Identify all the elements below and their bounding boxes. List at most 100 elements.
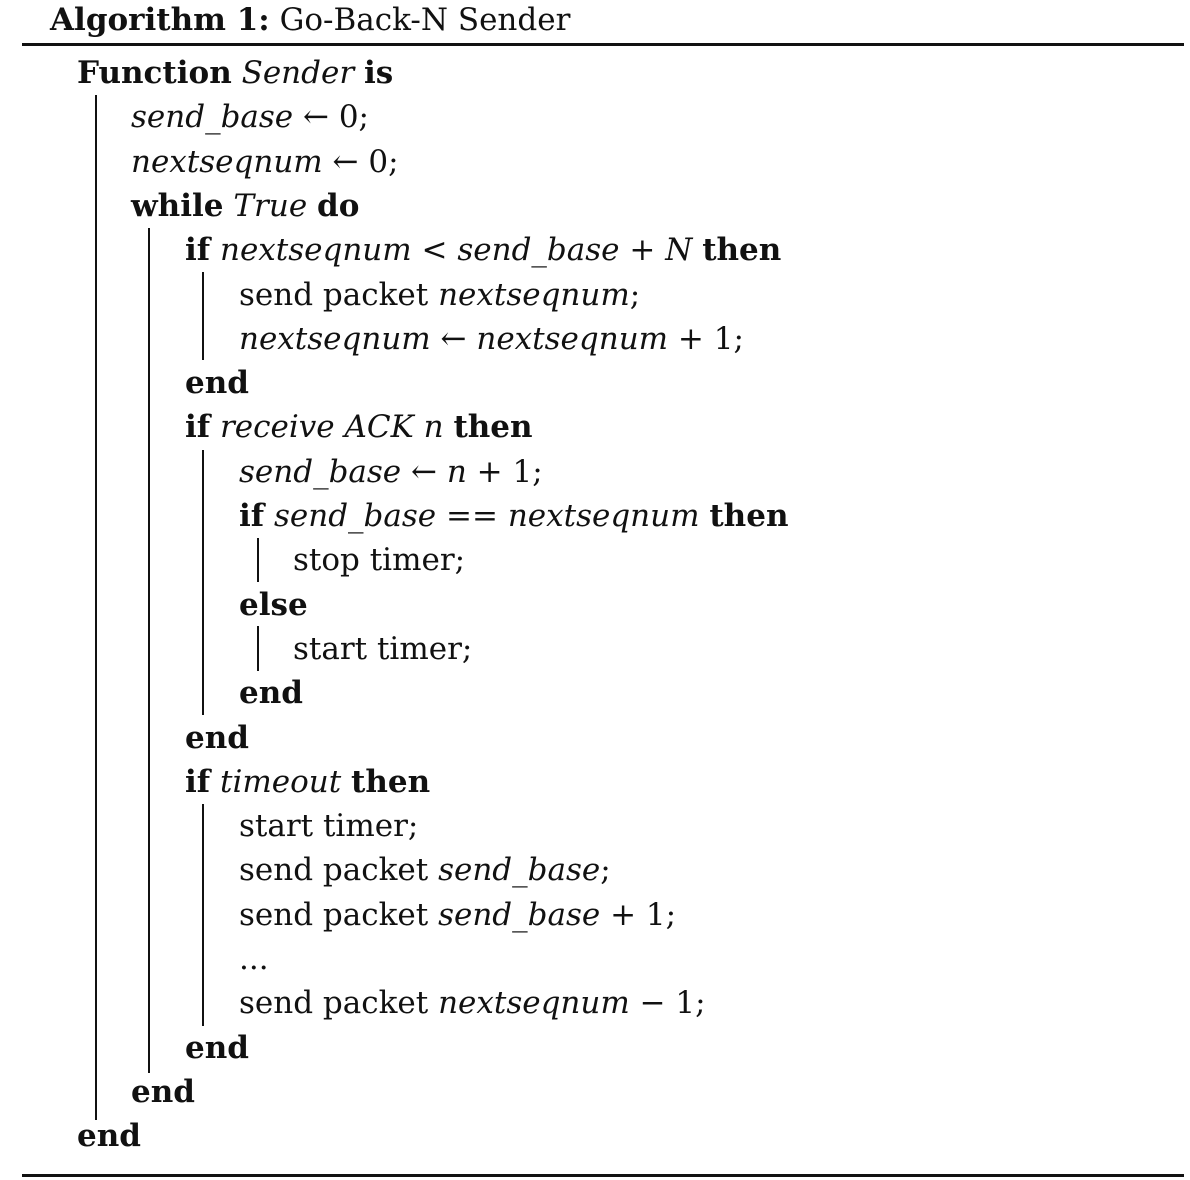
keyword: do [317, 187, 360, 224]
keyword: end [131, 1073, 195, 1110]
top-rule [22, 43, 1184, 46]
variable: N [665, 232, 693, 269]
block-scope-line [95, 95, 97, 1120]
algorithm-line: send packet nextseqnum; [239, 273, 640, 317]
algorithm-line: if nextseqnum < send_base + N then [185, 228, 781, 272]
code-text: + [619, 232, 666, 269]
keyword: Function [77, 55, 232, 91]
algorithm-line: end [185, 361, 249, 405]
code-text [210, 409, 220, 445]
algorithm-line: send_base ← n + 1; [239, 450, 543, 494]
algorithm-line: start timer; [293, 627, 472, 671]
code-text [232, 55, 242, 91]
keyword: then [351, 763, 431, 800]
algorithm-line: end [239, 671, 303, 715]
keyword: end [185, 1029, 249, 1066]
code-text [210, 232, 220, 268]
code-text: − 1; [629, 985, 706, 1022]
code-text: == [436, 498, 508, 534]
code-text [692, 232, 702, 268]
code-text: ← 0; [322, 143, 399, 180]
code-text: send packet [239, 896, 439, 933]
block-scope-line [202, 804, 204, 1026]
algorithm-line: ... [239, 937, 269, 981]
code-text: ← [401, 453, 447, 490]
code-text: send packet [239, 985, 439, 1022]
variable: nextseqnum [438, 985, 630, 1022]
keyword: else [239, 586, 308, 623]
variable: True [233, 187, 308, 224]
code-text: send packet [239, 276, 439, 313]
code-text: ← 0; [293, 99, 370, 136]
code-text: + 1; [668, 320, 744, 357]
keyword: while [131, 187, 224, 224]
keyword: then [453, 409, 533, 446]
algorithm-line: send packet send_base + 1; [239, 893, 676, 937]
variable: send_base [131, 99, 294, 136]
code-text: ← [430, 320, 477, 357]
variable: nextseqnum [507, 498, 700, 534]
block-scope-line [257, 626, 259, 671]
algorithm-line: end [185, 716, 249, 760]
algorithm-line: else [239, 583, 308, 627]
code-text [307, 188, 317, 224]
code-text: ; [629, 276, 641, 313]
keyword: if [239, 498, 265, 534]
algorithm-title: Go-Back-N Sender [279, 2, 571, 38]
algorithm-line: stop timer; [293, 538, 465, 582]
code-text: start timer; [293, 630, 473, 667]
algorithm-line: send packet nextseqnum − 1; [239, 981, 706, 1025]
algorithm-line: end [185, 1026, 249, 1070]
code-text: + 1; [600, 896, 677, 933]
algorithm-line: send_base ← 0; [131, 95, 369, 139]
block-scope-line [257, 538, 259, 582]
algorithm-line: nextseqnum ← 0; [131, 140, 399, 184]
algorithm-line: if send_base == nextseqnum then [239, 494, 788, 538]
variable: send_base [438, 896, 601, 933]
block-scope-line [202, 272, 204, 360]
block-scope-line [148, 228, 150, 1073]
code-text [264, 498, 274, 534]
algorithm-line: nextseqnum ← nextseqnum + 1; [239, 317, 744, 361]
algorithm-line: while True do [131, 184, 359, 228]
variable: nextseqnum [219, 232, 412, 269]
variable: nextseqnum [239, 320, 431, 357]
variable: send_base [457, 232, 620, 269]
code-text [354, 55, 364, 91]
code-text: ... [239, 941, 269, 977]
variable: send_base [438, 852, 601, 889]
variable: receive ACK n [219, 409, 444, 446]
code-text: send packet [239, 852, 439, 889]
keyword: end [239, 675, 303, 712]
bottom-rule [22, 1174, 1184, 1177]
block-scope-line [202, 450, 204, 715]
keyword: is [364, 55, 394, 91]
algorithm-line: end [77, 1114, 141, 1158]
code-text: start timer; [239, 808, 419, 845]
algorithm-line: if receive ACK n then [185, 405, 533, 449]
keyword: if [185, 232, 211, 269]
variable: nextseqnum [438, 276, 630, 313]
code-text [341, 764, 351, 800]
variable: send_base [239, 453, 402, 490]
keyword: if [185, 763, 211, 800]
keyword: end [77, 1118, 141, 1155]
code-text [224, 188, 234, 224]
algorithm-line: start timer; [239, 804, 418, 848]
algorithm-caption: Algorithm 1: Go-Back-N Sender [50, 0, 570, 40]
keyword: if [185, 409, 211, 446]
code-text [444, 409, 454, 445]
algorithm-line: send packet send_base; [239, 848, 611, 892]
code-text [210, 764, 220, 800]
code-text: stop timer; [293, 542, 466, 579]
code-text: + 1; [466, 453, 543, 490]
algorithm-label: Algorithm 1: [50, 2, 270, 38]
keyword: end [185, 365, 249, 402]
algorithm-line: if timeout then [185, 760, 430, 804]
variable: n [446, 453, 467, 490]
variable: timeout [219, 763, 342, 800]
variable: nextseqnum [476, 320, 669, 357]
variable: Sender [241, 55, 355, 91]
keyword: end [185, 719, 249, 756]
algorithm-line: end [131, 1070, 195, 1114]
